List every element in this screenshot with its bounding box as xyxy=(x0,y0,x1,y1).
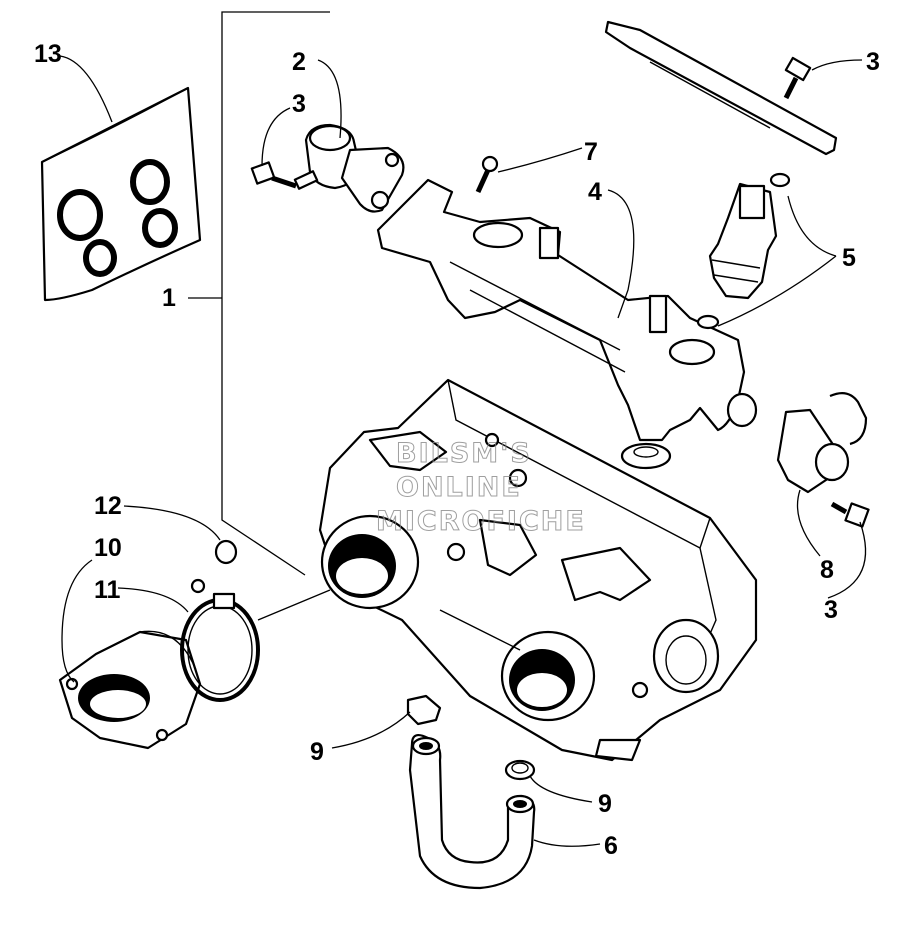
vacuum-hose xyxy=(408,733,536,890)
intake-boot xyxy=(58,630,202,750)
callout-12: 12 xyxy=(94,492,122,520)
screw-center xyxy=(475,155,499,194)
callout-10: 10 xyxy=(94,534,122,562)
callout-labels: 13 2 3 3 7 4 5 1 12 10 11 8 3 9 9 6 xyxy=(34,40,880,860)
callout-3-top-right: 3 xyxy=(866,48,880,76)
gasket-kit-card xyxy=(40,86,202,302)
callout-3-left: 3 xyxy=(292,90,306,118)
callout-11: 11 xyxy=(94,576,121,604)
watermark-line-3: MICROFICHE xyxy=(376,506,586,537)
assembly-bracket xyxy=(188,11,331,621)
callout-7: 7 xyxy=(584,138,598,166)
fuel-rail xyxy=(376,178,758,442)
callout-13: 13 xyxy=(34,40,62,68)
throttle-body xyxy=(318,378,758,762)
watermark: BILSM'S ONLINE MICROFICHE xyxy=(376,438,586,538)
callout-2: 2 xyxy=(292,48,306,76)
callout-1: 1 xyxy=(162,284,176,312)
fuel-injector xyxy=(696,172,791,330)
callout-8: 8 xyxy=(820,556,834,584)
pressure-regulator xyxy=(293,123,405,213)
watermark-line-1: BILSM'S xyxy=(396,438,532,469)
hose-clamp-small-right xyxy=(504,759,536,781)
callout-9-right: 9 xyxy=(598,790,612,818)
hose-clamp xyxy=(180,578,260,702)
nut xyxy=(214,539,238,565)
screw-top-right xyxy=(783,56,812,100)
spacer xyxy=(620,442,672,470)
callout-4: 4 xyxy=(588,178,602,206)
leader-lines xyxy=(59,55,867,847)
mounting-plate xyxy=(604,20,838,156)
screw-left xyxy=(250,161,297,189)
callout-9-left: 9 xyxy=(310,738,324,766)
screw-right xyxy=(830,501,870,528)
hose-clamp-small-left xyxy=(406,694,442,726)
callout-5: 5 xyxy=(842,244,856,272)
callout-3-right: 3 xyxy=(824,596,838,624)
watermark-line-2: ONLINE xyxy=(396,472,522,503)
callout-6: 6 xyxy=(604,832,618,860)
sensor xyxy=(776,391,868,494)
